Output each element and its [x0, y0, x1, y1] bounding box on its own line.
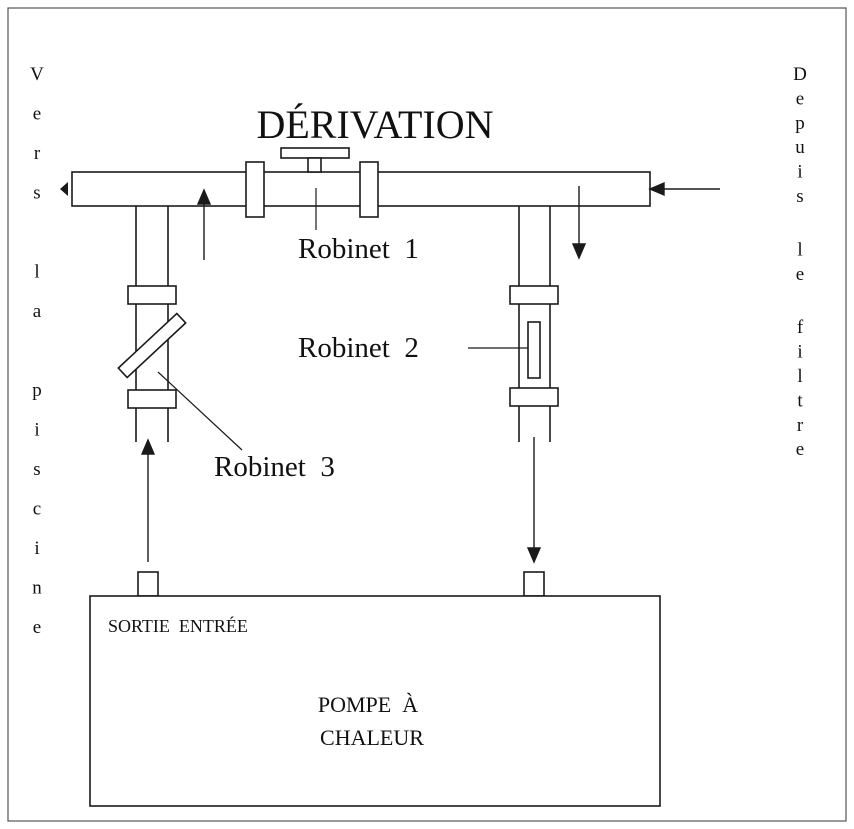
- vertical-letter: p: [32, 380, 42, 401]
- vertical-letter: l: [797, 366, 802, 387]
- vertical-letter: r: [797, 415, 804, 436]
- right-pipe-couplings: [509, 285, 559, 407]
- vertical-letter: s: [33, 183, 40, 204]
- vertical-letter: s: [33, 459, 40, 480]
- vertical-letter: i: [34, 420, 39, 441]
- vertical-letter: l: [797, 239, 802, 260]
- left-pipe-couplings: [127, 285, 177, 409]
- vertical-letter: p: [795, 113, 805, 134]
- vertical-letter: t: [797, 390, 803, 411]
- robinet-2-label: Robinet 2: [298, 332, 419, 364]
- vertical-letter: V: [30, 64, 44, 85]
- vertical-letter: e: [796, 88, 804, 109]
- vertical-letter: f: [797, 317, 804, 338]
- pump-inlet-port: [523, 571, 545, 597]
- diagram-frame: [7, 7, 847, 822]
- pump-name-line1: POMPE À: [318, 692, 418, 717]
- robinet-2-valve: [527, 321, 541, 379]
- vertical-letter: i: [797, 162, 802, 183]
- robinet-3-label: Robinet 3: [214, 451, 335, 483]
- pump-ports-label: SORTIE ENTRÉE: [108, 615, 248, 636]
- vertical-letter: l: [34, 262, 39, 283]
- vertical-letter: a: [33, 301, 42, 322]
- vertical-letter: e: [33, 104, 41, 125]
- pipe-outlet-left: [60, 182, 68, 196]
- vertical-letter: e: [33, 617, 41, 638]
- vertical-letter: e: [796, 439, 804, 460]
- flow-arrows: [140, 181, 720, 564]
- vertical-letter: s: [796, 186, 803, 207]
- heat-pump-box: [89, 595, 661, 807]
- vertical-letter: n: [32, 578, 42, 599]
- pump-outlet-port: [137, 571, 159, 597]
- robinet-3-valve: [117, 312, 187, 379]
- label-leaders: [157, 188, 528, 451]
- robinet-1-valve: [245, 147, 379, 218]
- vertical-letter: u: [795, 137, 805, 158]
- pump-name-line2: CHALEUR: [320, 725, 424, 750]
- pump-ports: [137, 571, 545, 597]
- vertical-letter: i: [797, 342, 802, 363]
- vertical-letter: e: [796, 264, 804, 285]
- leader-robinet-3: [157, 371, 243, 451]
- diagram-title: DÉRIVATION: [256, 102, 493, 147]
- vertical-letter: r: [34, 143, 41, 164]
- vertical-letter: D: [793, 64, 807, 85]
- robinet-1-label: Robinet 1: [298, 233, 419, 265]
- vertical-letter: i: [34, 538, 39, 559]
- vertical-letter: c: [33, 499, 41, 520]
